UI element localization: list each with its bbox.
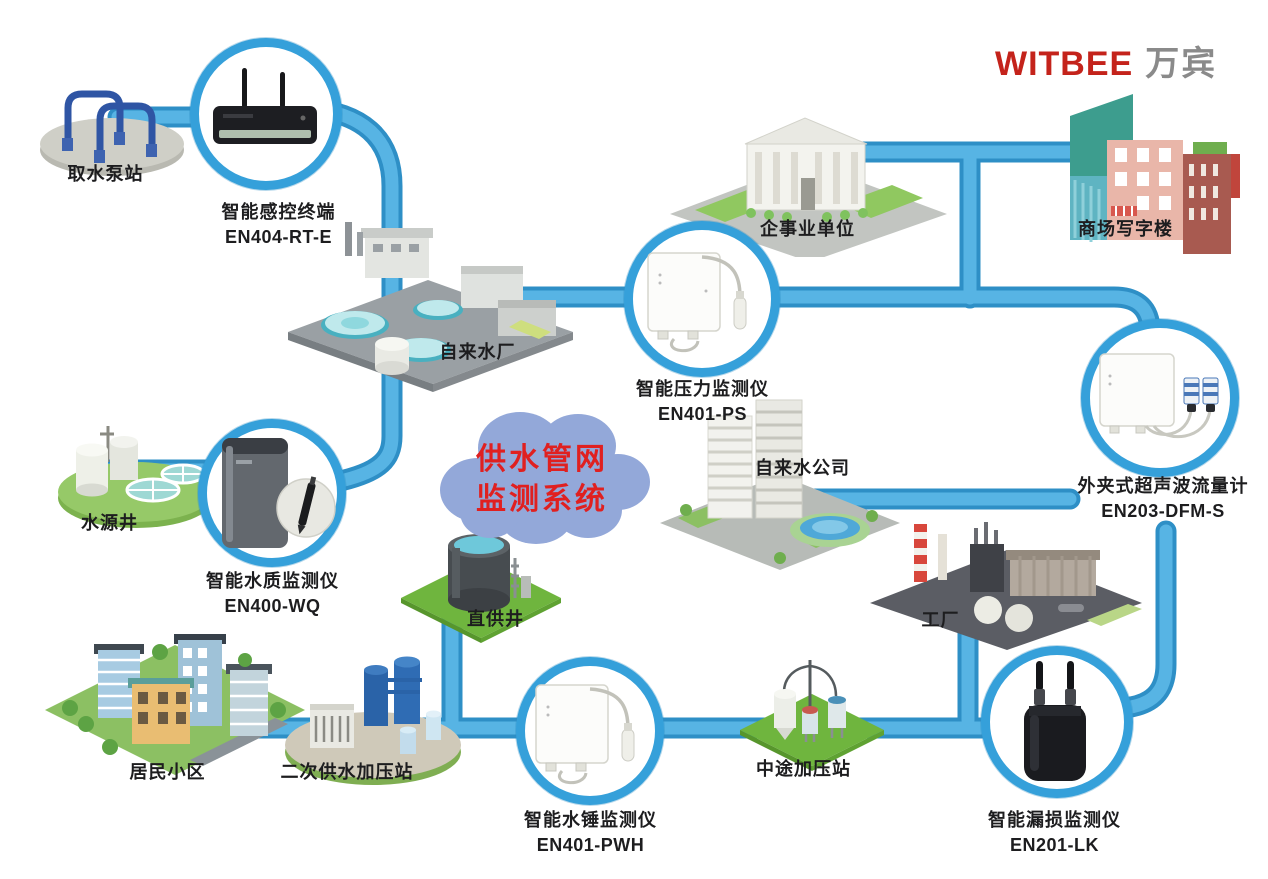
- label-sensing-terminal: 智能感控终端 EN404-RT-E: [191, 200, 366, 250]
- water-company-illustration: [650, 398, 910, 573]
- label-water-hammer-monitor: 智能水锤监测仪 EN401-PWH: [503, 808, 678, 858]
- device-name: 智能压力监测仪: [636, 379, 769, 399]
- label-source-well: 水源井: [81, 513, 138, 533]
- direct-well-illustration: [393, 518, 568, 643]
- label-enterprise: 企事业单位: [760, 219, 855, 239]
- sensing-terminal-circle: [190, 38, 342, 190]
- device-name: 智能水质监测仪: [206, 571, 339, 591]
- device-model: EN401-PWH: [536, 835, 645, 855]
- device-model: EN400-WQ: [224, 596, 321, 616]
- system-cloud: 供水管网 监测系统: [428, 398, 656, 548]
- leak-monitor-circle: [981, 646, 1133, 798]
- device-name: 外夹式超声波流量计: [1077, 476, 1249, 496]
- water-quality-monitor-icon: [222, 438, 336, 548]
- source-well-illustration: [50, 418, 220, 538]
- ultrasonic-flowmeter-icon: [1099, 353, 1219, 439]
- label-leak-monitor: 智能漏损监测仪 EN201-LK: [967, 808, 1142, 858]
- device-model: EN401-PS: [657, 404, 748, 424]
- label-mall: 商场写字楼: [1078, 219, 1173, 239]
- router-icon: [213, 68, 317, 144]
- brand-logo-latin: WITBEE: [995, 45, 1134, 83]
- device-name: 智能感控终端: [221, 202, 336, 222]
- water-hammer-monitor-circle: [516, 657, 664, 805]
- factory-illustration: [862, 508, 1147, 653]
- label-water-quality-monitor: 智能水质监测仪 EN400-WQ: [180, 569, 365, 619]
- water-hammer-monitor-icon: [535, 684, 635, 785]
- label-residential: 居民小区: [129, 762, 206, 782]
- device-model: EN404-RT-E: [224, 227, 333, 247]
- label-water-company: 自来水公司: [755, 458, 850, 478]
- residential-illustration: [40, 612, 310, 782]
- pipe-main-horizontal: [494, 286, 1161, 377]
- label-waterworks: 自来水厂: [439, 342, 516, 362]
- label-ultrasonic-flowmeter: 外夹式超声波流量计 EN203-DFM-S: [1058, 474, 1268, 524]
- label-direct-well: 直供井: [467, 609, 524, 629]
- water-quality-monitor-circle: [198, 419, 346, 567]
- label-factory: 工厂: [921, 610, 960, 630]
- mall-illustration: [1055, 88, 1255, 258]
- label-secondary-station: 二次供水加压站: [280, 762, 414, 782]
- device-name: 智能水锤监测仪: [524, 810, 657, 830]
- pressure-monitor-icon: [647, 252, 747, 353]
- intake-pump-illustration: [30, 62, 190, 177]
- ultrasonic-flowmeter-circle: [1081, 319, 1239, 477]
- pressure-monitor-circle: [624, 221, 780, 377]
- midway-station-illustration: [732, 652, 892, 772]
- secondary-station-illustration: [278, 652, 468, 787]
- brand-logo: WITBEE 万宾: [995, 36, 1217, 85]
- cloud-shape: [440, 412, 650, 544]
- device-model: EN201-LK: [1009, 835, 1100, 855]
- cloud-title-line1: 供水管网: [476, 443, 608, 476]
- device-name: 智能漏损监测仪: [988, 810, 1121, 830]
- cloud-title-line2: 监测系统: [476, 483, 608, 516]
- device-model: EN203-DFM-S: [1101, 501, 1225, 521]
- leak-monitor-icon: [1024, 661, 1086, 781]
- label-intake-pump: 取水泵站: [67, 164, 144, 184]
- waterworks-illustration: [283, 222, 578, 392]
- label-midway-station: 中途加压站: [756, 759, 851, 779]
- label-pressure-monitor: 智能压力监测仪 EN401-PS: [615, 377, 790, 427]
- brand-logo-cjk: 万宾: [1145, 45, 1218, 83]
